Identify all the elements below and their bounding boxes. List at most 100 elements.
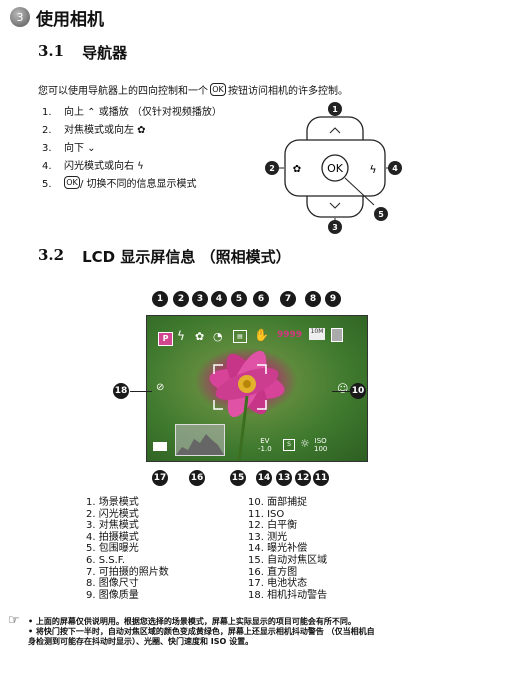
ok-button-circle: [321, 154, 349, 182]
scene-mode-icon: P: [158, 332, 173, 346]
item-text: 向下 ⌄: [64, 143, 96, 154]
white-balance-icon: ☼: [300, 437, 310, 450]
callout-line-18: [130, 391, 152, 392]
callout-line-10: [332, 391, 350, 392]
legend-item: 8. 图像尺寸: [86, 578, 139, 590]
note-line: 身检测到可能存在抖动时显示）、光圈、快门速度和 ISO 设置。: [28, 637, 254, 646]
lcd-callout-10: 10: [350, 383, 366, 399]
shake-warning-icon: ⊘: [156, 382, 165, 393]
list-item: 5. OK / 切换不同的信息显示模式: [42, 176, 222, 194]
legend-item: 2. 闪光模式: [86, 508, 139, 520]
legend-item: 3. 对焦模式: [86, 520, 139, 532]
lcd-callout-4: 4: [211, 291, 227, 307]
ok-button-label: OK: [327, 162, 344, 175]
shots-remaining: 9999: [277, 330, 303, 340]
callout-line-5: [344, 177, 375, 206]
chapter-title: 使用相机: [36, 9, 104, 30]
macro-flower-icon: ✿: [293, 164, 301, 175]
note-pointing-hand-icon: ☞: [8, 613, 20, 628]
iso-value: 100: [314, 445, 328, 453]
lcd-callout-1: 1: [152, 291, 168, 307]
lcd-callout-11: 11: [313, 470, 329, 486]
legend-left: 1. 场景模式 2. 闪光模式 3. 对焦模式 4. 拍摄模式 5. 包围曝光 …: [86, 497, 169, 601]
callout-3: 3: [328, 220, 342, 234]
histogram: [175, 424, 225, 456]
item-text: 向上 ⌃ 或播放 （仅针对视频播放）: [64, 107, 222, 118]
section-title: 导航器: [82, 44, 128, 62]
list-item: 1. 向上 ⌃ 或播放 （仅针对视频播放）: [42, 104, 222, 122]
intro-paragraph: 您可以使用导航器上的四向控制和一个 OK 按钮访问相机的许多控制。: [38, 82, 348, 97]
navigator-diagram: OK ✿ ϟ: [277, 109, 393, 225]
item-number: 4.: [42, 161, 52, 172]
section-number: 3.2: [38, 246, 65, 264]
face-detect-icon: ☺: [337, 382, 349, 395]
battery-icon: [153, 442, 167, 451]
note-line: • 将快门按下一半时，自动对焦区域的颜色变成黄绿色，屏幕上还显示相机抖动警告 （…: [28, 627, 375, 636]
image-quality-icon: [331, 328, 343, 342]
flash-bolt-icon: ϟ: [369, 163, 376, 176]
ssf-hand-icon: ✋: [254, 328, 269, 342]
lcd-callout-12: 12: [295, 470, 311, 486]
legend-item: 17. 电池状态: [248, 578, 308, 590]
legend-item: 10. 面部捕捉: [248, 497, 308, 508]
lcd-callout-16: 16: [189, 470, 205, 486]
lcd-callout-7: 7: [280, 291, 296, 307]
lcd-callout-2: 2: [173, 291, 189, 307]
item-number: 5.: [42, 179, 52, 190]
lcd-callout-9: 9: [325, 291, 341, 307]
item-text: 闪光模式或向右 ϟ: [64, 161, 144, 172]
item-number: 3.: [42, 143, 52, 154]
lcd-callout-18: 18: [113, 383, 129, 399]
legend-item: 4. 拍摄模式: [86, 531, 139, 543]
lcd-callout-5: 5: [231, 291, 247, 307]
chapter-header: 3 使用相机: [10, 6, 104, 30]
legend-item: 14. 曝光补偿: [248, 543, 308, 555]
ok-button-icon: OK: [210, 83, 226, 96]
item-number: 2.: [42, 125, 52, 136]
lcd-callout-15: 15: [230, 470, 246, 486]
iso-indicator: ISO 100: [314, 437, 327, 453]
ok-button-icon: OK: [64, 176, 80, 189]
bracket-icon: ▤: [233, 330, 247, 343]
legend-item: 16. 直方图: [248, 566, 298, 578]
lcd-callout-17: 17: [152, 470, 168, 486]
list-item: 4. 闪光模式或向右 ϟ: [42, 158, 222, 176]
callout-2: 2: [265, 161, 279, 175]
legend-item: 1. 场景模式: [86, 497, 139, 508]
lcd-callout-13: 13: [276, 470, 292, 486]
list-item: 2. 对焦模式或向左 ✿: [42, 122, 222, 140]
list-item: 3. 向下 ⌄: [42, 140, 222, 158]
flower-photo: [209, 350, 285, 461]
legend-item: 11. ISO: [248, 508, 285, 520]
ev-value: -1.0: [258, 445, 272, 453]
section-3-1-heading: 3.1 导航器: [38, 42, 127, 63]
af-area-frame: [213, 364, 267, 410]
callout-1: 1: [328, 102, 342, 116]
legend-right: 10. 面部捕捉 11. ISO 12. 白平衡 13. 测光 14. 曝光补偿…: [248, 497, 327, 601]
navigator-steps-list: 1.向上 ⌃ 或播放 （仅针对视频播放） 2.对焦模式或向左 ✿ 3.向下 ⌄ …: [42, 104, 222, 194]
legend-item: 15. 自动对焦区域: [248, 554, 328, 566]
item-number: 1.: [42, 107, 52, 118]
flash-auto-icon: ϟ: [177, 329, 185, 343]
self-timer-icon: ◔: [213, 330, 223, 343]
item-text: 对焦模式或向左 ✿: [64, 125, 146, 136]
lcd-callout-3: 3: [192, 291, 208, 307]
intro-text-end: 按钮访问相机的许多控制。: [228, 86, 348, 97]
lcd-callout-6: 6: [253, 291, 269, 307]
down-arrow-icon: [329, 202, 341, 209]
image-size-icon: 10M: [309, 328, 325, 340]
legend-item: 7. 可拍摄的照片数: [86, 566, 169, 578]
legend-item: 5. 包围曝光: [86, 543, 139, 555]
note-line: • 上面的屏幕仅供说明用。根据您选择的场景模式，屏幕上实际显示的项目可能会有所不…: [28, 617, 356, 626]
lcd-screen: P ϟ ✿ ◔ ▤ ✋ 9999 10M ⊘ ☺ EV -1.0 S ☼ ISO…: [146, 315, 368, 462]
intro-text-start: 您可以使用导航器上的四向控制和一个: [38, 86, 208, 97]
ev-label: EV: [260, 437, 270, 445]
section-3-2-heading: 3.2 LCD 显示屏信息 （照相模式）: [38, 246, 291, 267]
section-title: LCD 显示屏信息 （照相模式）: [82, 248, 291, 266]
chapter-number: 3: [10, 7, 30, 27]
macro-focus-icon: ✿: [195, 330, 205, 343]
callout-5: 5: [374, 207, 388, 221]
item-text: / 切换不同的信息显示模式: [80, 179, 197, 190]
legend-item: 9. 图像质量: [86, 589, 139, 601]
legend-item: 18. 相机抖动警告: [248, 589, 328, 601]
